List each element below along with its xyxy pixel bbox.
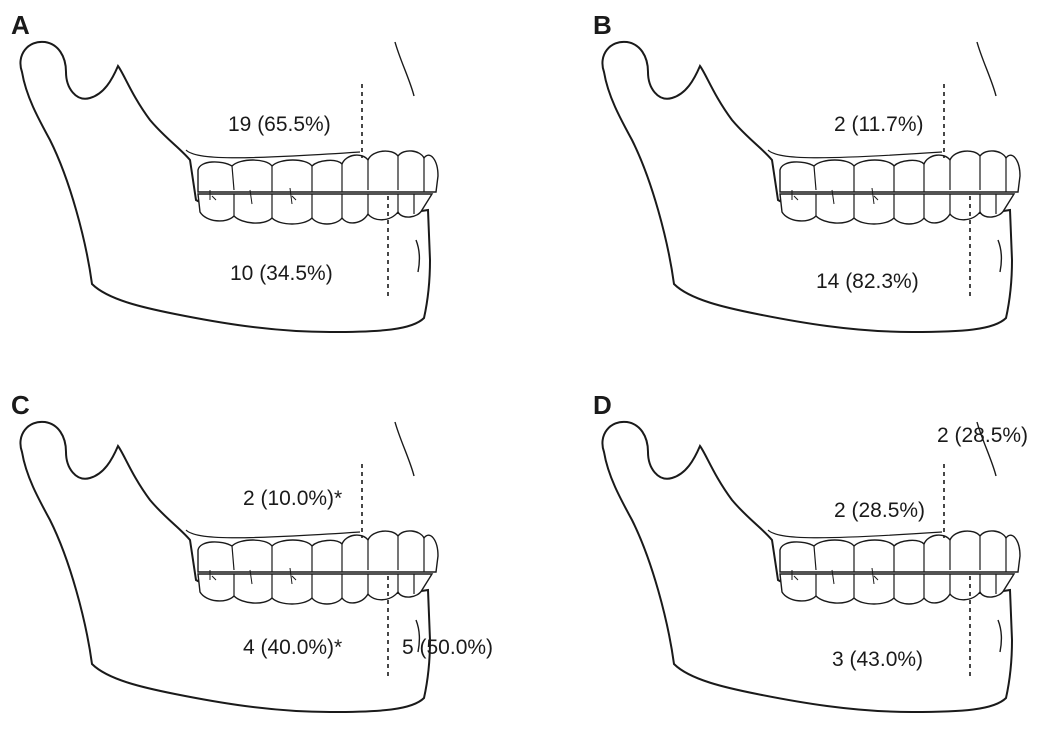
lower-right-label: 5 (50.0%)	[402, 636, 493, 660]
upper-label: 2 (28.5%)	[834, 499, 925, 523]
mandible-drawing	[0, 0, 521, 358]
upper-label: 2 (10.0%)*	[243, 487, 342, 511]
panel-d: D 2 (28.5%) 2 (28.5%) 3 (43.0%)	[582, 380, 1043, 738]
panel-c: C 2 (10.0%)* 4 (40.0%)* 5 (50.0%)	[0, 380, 521, 738]
upper-label: 2 (11.7%)	[834, 113, 924, 137]
mandible-drawing	[582, 0, 1043, 358]
lower-label: 3 (43.0%)	[832, 648, 923, 672]
top-right-label: 2 (28.5%)	[937, 424, 1028, 448]
panel-letter: B	[593, 10, 612, 41]
panel-letter: A	[11, 10, 30, 41]
lower-left-label: 4 (40.0%)*	[243, 636, 342, 660]
panel-letter: C	[11, 390, 30, 421]
panel-b: B 2 (11.7%) 14 (82.3%)	[582, 0, 1043, 358]
panel-a: A 19 (65.5%) 10 (34.5%)	[0, 0, 521, 358]
lower-label: 10 (34.5%)	[230, 262, 333, 286]
lower-label: 14 (82.3%)	[816, 270, 919, 294]
panel-letter: D	[593, 390, 612, 421]
upper-label: 19 (65.5%)	[228, 113, 331, 137]
mandible-drawing	[0, 380, 521, 716]
